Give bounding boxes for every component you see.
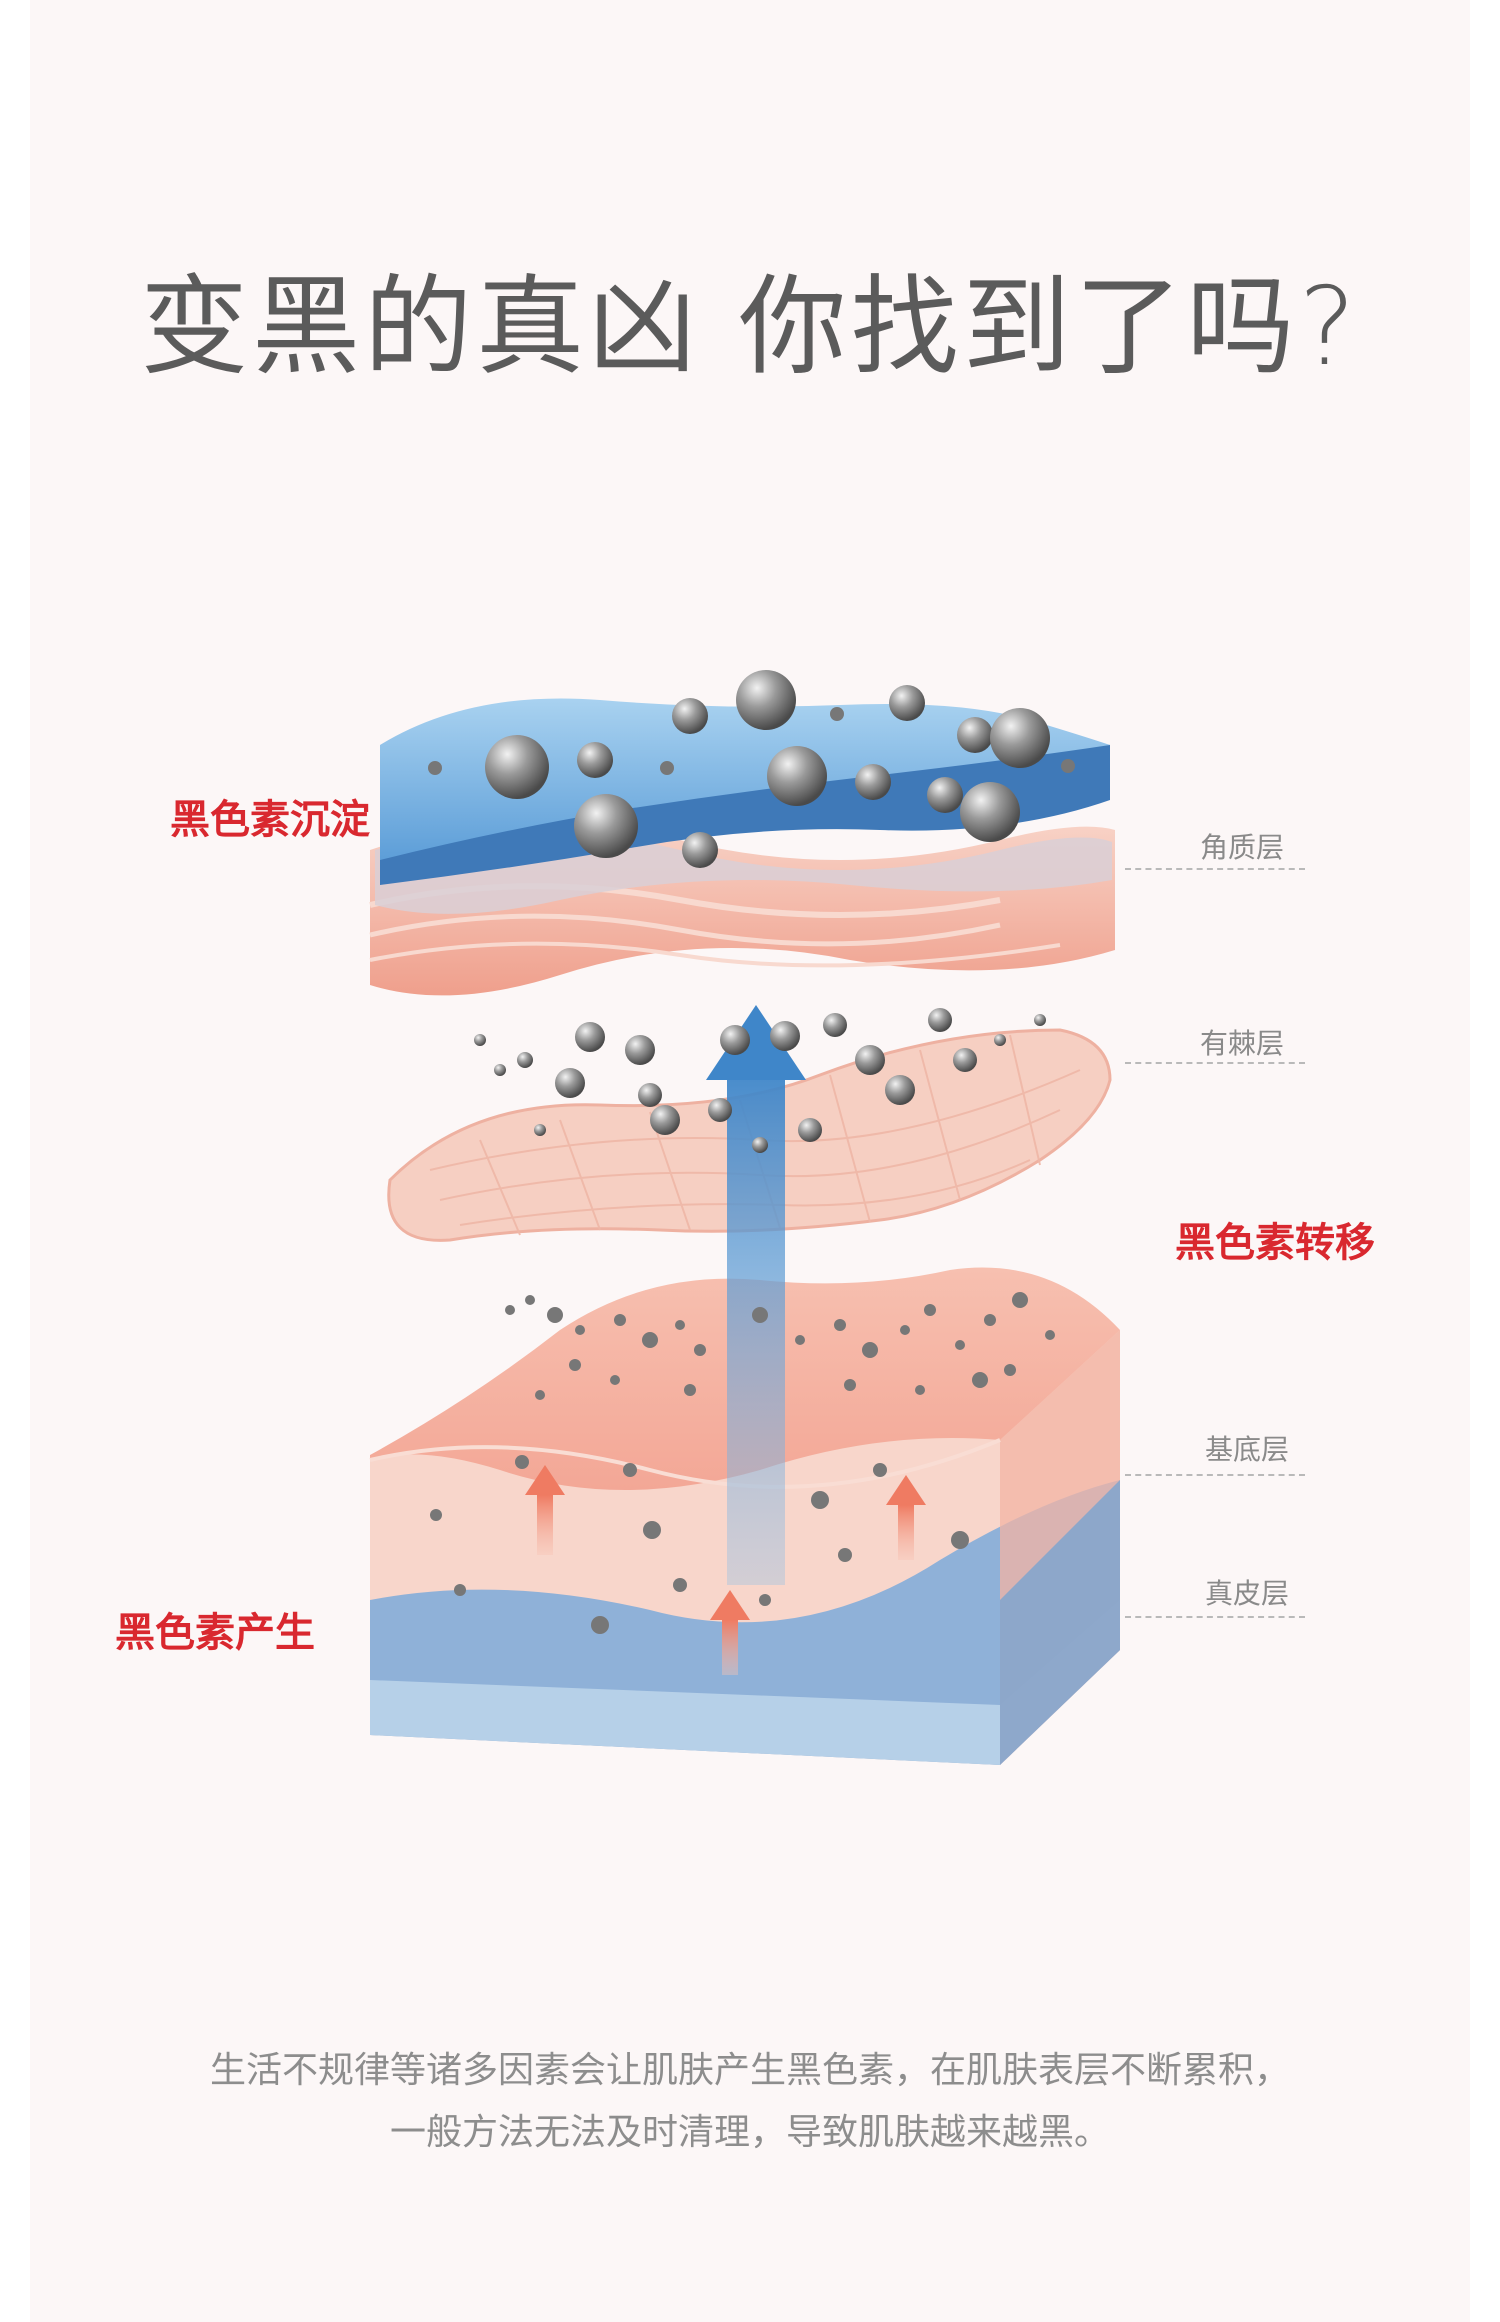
melanin-particles-middle [474, 1008, 1046, 1153]
leader-dermis [1125, 1616, 1305, 1618]
label-basal-layer: 基底层 [1205, 1433, 1290, 1466]
callout-melanin-produce: 黑色素产生 [115, 1610, 315, 1656]
label-stratum-corneum: 角质层 [1200, 831, 1285, 864]
melanin-particles-bottom [430, 1292, 1055, 1634]
description-line-1: 生活不规律等诸多因素会让肌肤产生黑色素，在肌肤表层不断累积， [209, 2050, 1290, 2091]
top-skin-layer [369, 698, 1115, 996]
callout-melanin-transfer: 黑色素转移 [1175, 1220, 1375, 1266]
callout-melanin-deposit: 黑色素沉淀 [170, 797, 370, 843]
melanin-production-arrows [525, 1465, 926, 1675]
page-title: 变黑的真凶 你找到了吗? [140, 265, 1360, 390]
label-dermis: 真皮层 [1205, 1577, 1290, 1610]
leader-stratum-corneum [1125, 868, 1305, 870]
skin-layers-diagram [369, 670, 1120, 1765]
melanin-transfer-arrow [706, 1005, 806, 1585]
leader-stratum-spinosum [1125, 1062, 1305, 1064]
melanin-particles-top [428, 670, 1075, 868]
leader-basal-layer [1125, 1474, 1305, 1476]
label-stratum-spinosum: 有棘层 [1200, 1027, 1285, 1060]
description-text: 生活不规律等诸多因素会让肌肤产生黑色素，在肌肤表层不断累积， 一般方法无法及时清… [0, 2040, 1500, 2164]
description-line-2: 一般方法无法及时清理，导致肌肤越来越黑。 [389, 2112, 1110, 2153]
